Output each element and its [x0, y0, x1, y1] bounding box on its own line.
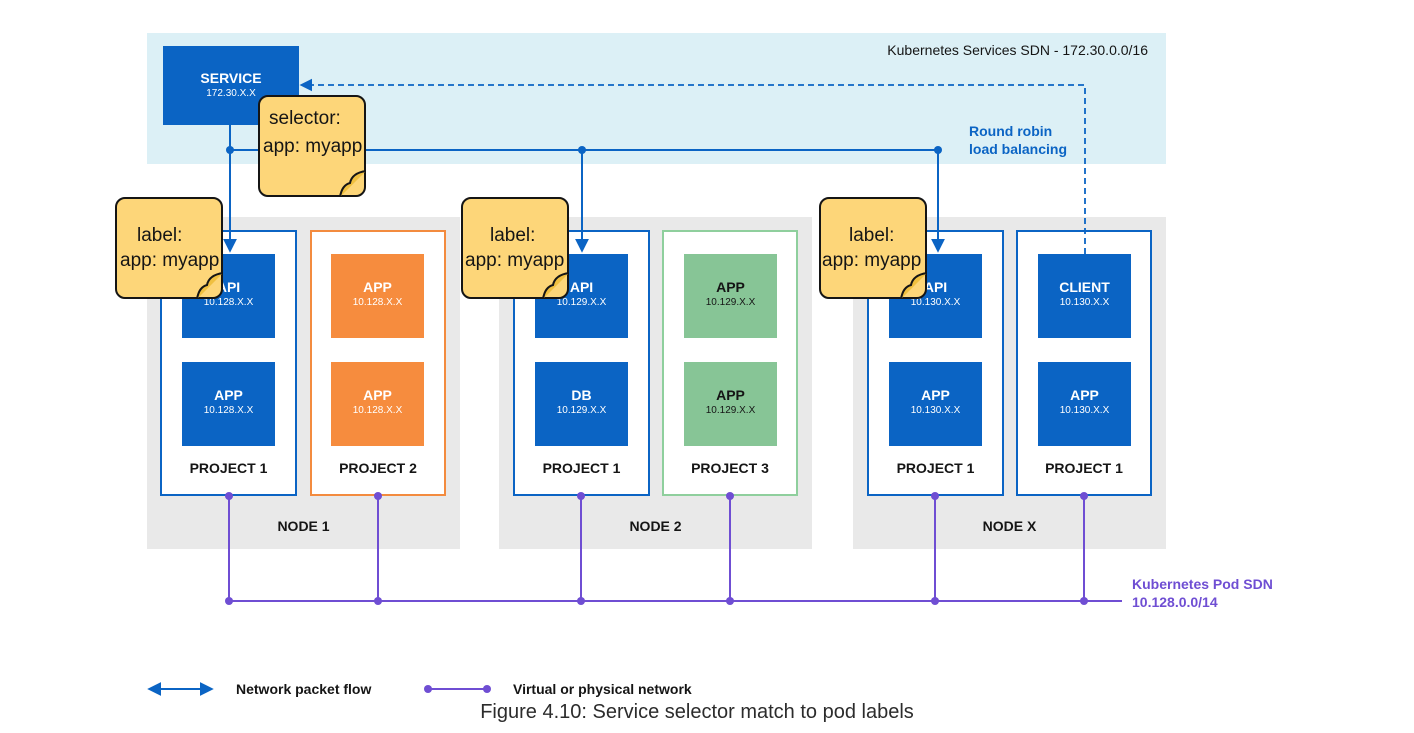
pod-name: API: [569, 279, 594, 295]
selector-note-line1: selector:: [269, 108, 341, 129]
pod-name: APP: [716, 279, 745, 295]
network-node-dot: [1080, 492, 1088, 500]
pod-ip: 10.130.X.X: [1059, 297, 1110, 308]
pod-name: DB: [571, 387, 592, 403]
client-request-arrow: [299, 78, 1086, 254]
pod-ip: 10.129.X.X: [705, 405, 756, 416]
service-ip: 172.30.X.X: [206, 88, 256, 99]
pod-ip: 10.130.X.X: [910, 405, 961, 416]
round-robin-line1: Round robin: [969, 123, 1053, 139]
label-note-line2: app: myapp: [822, 250, 922, 271]
node-1-label: NODE 1: [277, 518, 330, 534]
network-node-dot: [577, 597, 585, 605]
network-node-dot: [374, 492, 382, 500]
legend-network-label: Virtual or physical network: [513, 681, 692, 697]
selector-note-line2: app: myapp: [263, 136, 363, 157]
service-name: SERVICE: [200, 70, 262, 86]
pod-ip: 10.128.X.X: [203, 297, 254, 308]
pod-ip: 10.128.X.X: [352, 297, 403, 308]
network-node-dot: [225, 597, 233, 605]
pod-name: CLIENT: [1059, 279, 1110, 295]
network-node-dot: [577, 492, 585, 500]
node-2-label: NODE 2: [629, 518, 682, 534]
network-node-dot: [931, 492, 939, 500]
pod-ip: 10.129.X.X: [556, 405, 607, 416]
project-label: PROJECT 1: [896, 460, 975, 476]
pod-app: APP 10.128.X.X: [331, 254, 424, 338]
pod-name: APP: [716, 387, 745, 403]
services-sdn-label: Kubernetes Services SDN - 172.30.0.0/16: [887, 42, 1148, 58]
project-label: PROJECT 2: [339, 460, 417, 476]
project-label: PROJECT 1: [189, 460, 268, 476]
pod-ip: 10.129.X.X: [705, 297, 756, 308]
selector-note: selector: app: myapp: [258, 95, 366, 197]
pod-client: CLIENT 10.130.X.X: [1038, 254, 1131, 338]
network-node-dot: [931, 597, 939, 605]
pod-name: APP: [1070, 387, 1099, 403]
pod-app: APP 10.128.X.X: [331, 362, 424, 446]
pod-name: APP: [214, 387, 243, 403]
pod-name: APP: [363, 279, 392, 295]
network-node-dot: [726, 597, 734, 605]
network-node-dot: [225, 492, 233, 500]
pod-name: API: [923, 279, 948, 295]
pod-name: APP: [363, 387, 392, 403]
legend-network-dot: [424, 685, 432, 693]
pod-ip: 10.130.X.X: [910, 297, 961, 308]
figure-caption: Figure 4.10: Service selector match to p…: [480, 701, 914, 723]
pod-sdn-line2: 10.128.0.0/14: [1132, 594, 1218, 610]
project-label: PROJECT 3: [691, 460, 769, 476]
pod-sdn-label: Kubernetes Pod SDN 10.128.0.0/14: [1132, 575, 1273, 611]
node-x-label: NODE X: [982, 518, 1037, 534]
pod-app: APP 10.130.X.X: [889, 362, 982, 446]
label-note: label: app: myapp: [819, 197, 927, 299]
label-note-line2: app: myapp: [465, 250, 565, 271]
page-curl-icon: [196, 272, 223, 299]
page-curl-icon: [542, 272, 569, 299]
label-note: label: app: myapp: [461, 197, 569, 299]
network-node-dot: [1080, 597, 1088, 605]
pod-sdn-line1: Kubernetes Pod SDN: [1132, 576, 1273, 592]
project-label: PROJECT 1: [1045, 460, 1123, 476]
pod-app: APP 10.128.X.X: [182, 362, 275, 446]
label-note-line1: label:: [849, 225, 895, 246]
pod-app: APP 10.130.X.X: [1038, 362, 1131, 446]
pod-ip: 10.128.X.X: [352, 405, 403, 416]
legend-packet-flow-label: Network packet flow: [236, 681, 372, 697]
label-note-line2: app: myapp: [120, 250, 220, 271]
pod-name: APP: [921, 387, 950, 403]
page-curl-icon: [339, 170, 366, 197]
network-node-dot: [374, 597, 382, 605]
network-node-dot: [726, 492, 734, 500]
pod-app: APP 10.129.X.X: [684, 254, 777, 338]
pod-ip: 10.128.X.X: [203, 405, 254, 416]
label-note-line1: label:: [490, 225, 536, 246]
round-robin-label: Round robin load balancing: [969, 122, 1067, 158]
label-note-line1: label:: [137, 225, 183, 246]
round-robin-line2: load balancing: [969, 141, 1068, 157]
label-note: label: app: myapp: [115, 197, 223, 299]
pod-app: APP 10.129.X.X: [684, 362, 777, 446]
legend-network-dot: [483, 685, 491, 693]
pod-ip: 10.129.X.X: [556, 297, 607, 308]
pod-ip: 10.130.X.X: [1059, 405, 1110, 416]
page-curl-icon: [900, 272, 927, 299]
pod-db: DB 10.129.X.X: [535, 362, 628, 446]
project-label: PROJECT 1: [542, 460, 621, 476]
